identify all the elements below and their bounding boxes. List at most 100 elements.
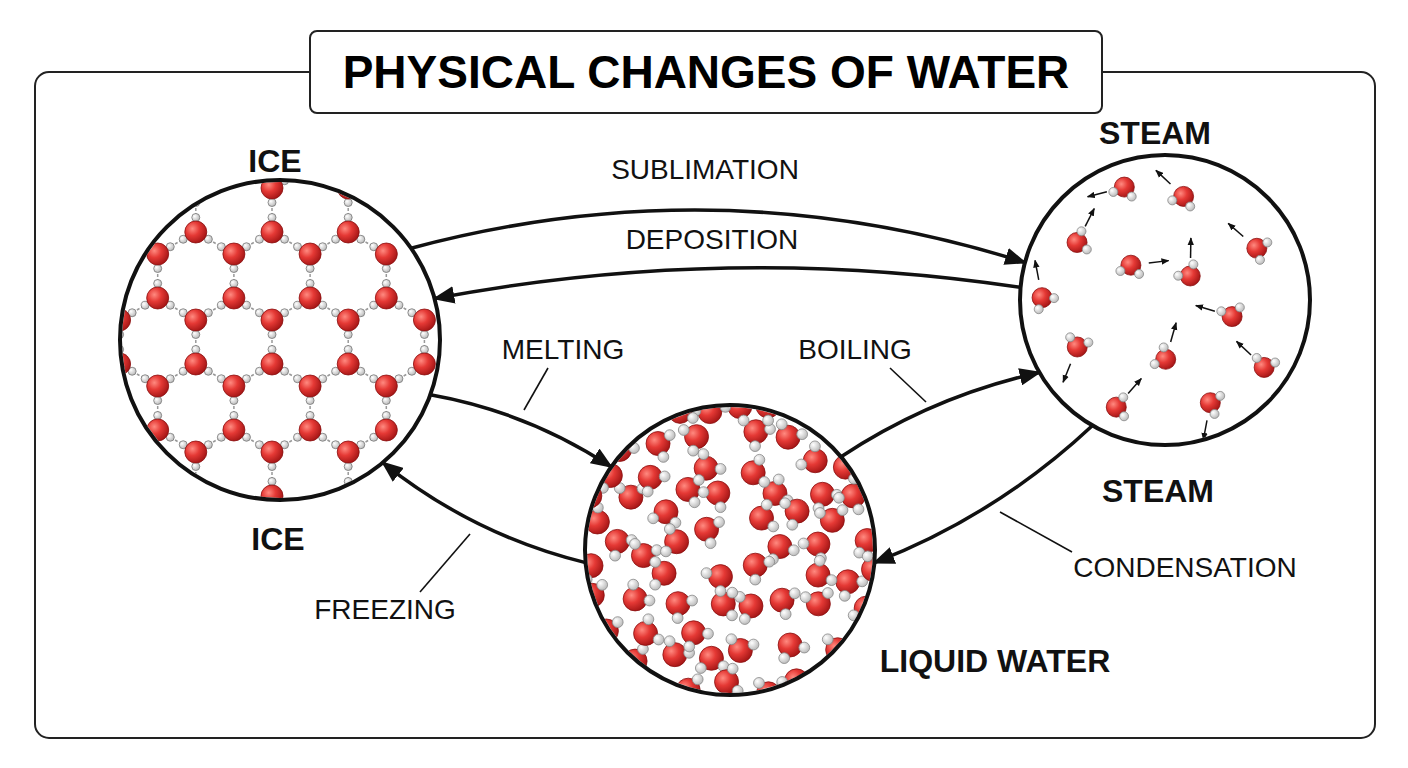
process-label: BOILING	[794, 335, 916, 366]
hydrogen-atom	[715, 586, 726, 597]
hydrogen-atom	[1109, 187, 1118, 196]
hydrogen-atom	[684, 641, 695, 652]
hydrogen-atom	[650, 579, 661, 590]
hydrogen-atom	[230, 265, 238, 273]
hydrogen-atom	[154, 279, 162, 287]
hydrogen-atom	[154, 397, 162, 405]
hydrogen-atom	[650, 557, 661, 568]
molecules	[1032, 170, 1280, 440]
hydrogen-atom	[814, 555, 825, 566]
hydrogen-atom	[715, 502, 726, 513]
hydrogen-atom	[726, 634, 737, 645]
hydrogen-atom	[664, 636, 675, 647]
hydrogen-atom	[1210, 409, 1219, 418]
hydrogen-atom	[759, 477, 770, 488]
process-label: CONDENSATION	[1069, 553, 1301, 584]
hydrogen-atom	[573, 553, 584, 564]
hydrogen-atom	[727, 587, 738, 598]
hydrogen-atom	[779, 653, 790, 664]
hydrogen-atom	[268, 477, 276, 485]
circle-outline	[120, 180, 440, 500]
hydrogen-atom	[574, 583, 585, 594]
hydrogen-atom	[648, 513, 659, 524]
hydrogen-atom	[230, 397, 238, 405]
hydrogen-atom	[588, 477, 599, 488]
hydrogen-atom	[698, 449, 709, 460]
hydrogen-atom	[610, 550, 621, 561]
oxygen-atom	[261, 441, 283, 463]
oxygen-atom	[223, 287, 245, 309]
hydrogen-atom	[754, 678, 765, 689]
hydrogen-atom	[703, 628, 714, 639]
oxygen-atom	[185, 177, 207, 199]
hydrogen-atom	[815, 508, 826, 519]
hydrogen-atom	[837, 505, 848, 516]
hydrogen-atom	[306, 397, 314, 405]
hydrogen-atom	[799, 642, 810, 653]
hydrogen-atom	[1235, 303, 1244, 312]
hydrogen-atom	[1119, 393, 1128, 402]
hydrogen-atom	[154, 411, 162, 419]
hydrogen-atom	[754, 454, 765, 465]
hydrogen-atom	[798, 538, 809, 549]
circle-outline	[1020, 155, 1310, 445]
hydrogen-atom	[1150, 360, 1159, 369]
hydrogen-atom	[748, 639, 759, 650]
hydrogen-atom	[688, 445, 699, 456]
hydrogen-atom	[154, 265, 162, 273]
phase-circle: STEAMSTEAM	[1020, 155, 1310, 445]
hydrogen-atom	[789, 588, 800, 599]
hydrogen-atom	[826, 575, 837, 586]
hydrogen-atom	[693, 475, 704, 486]
hydrogen-atom	[382, 265, 390, 273]
hydrogen-atom	[306, 265, 314, 273]
motion-arrow	[1088, 192, 1107, 197]
oxygen-atom	[261, 221, 283, 243]
hydrogen-atom	[344, 199, 352, 207]
hydrogen-atom	[643, 614, 654, 625]
leader-line	[524, 368, 548, 410]
hydrogen-atom	[595, 460, 606, 471]
hydrogen-atom	[687, 413, 698, 424]
phase-label: ICE	[251, 522, 304, 557]
oxygen-atom	[185, 353, 207, 375]
oxygen-atom	[666, 592, 690, 616]
hydrogen-atom	[764, 556, 775, 567]
hydrogen-atom	[882, 562, 893, 573]
molecule-illustration	[585, 405, 875, 695]
hydrogen-atom	[1034, 305, 1043, 314]
oxygen-atom	[638, 465, 662, 489]
hydrogen-atom	[1216, 391, 1225, 400]
oxygen-atom	[605, 529, 629, 553]
phase-circle: ICEICE	[120, 180, 440, 500]
hydrogen-atom	[834, 492, 845, 503]
hydrogen-atom	[1082, 245, 1091, 254]
oxygen-atom	[185, 221, 207, 243]
hydrogen-atom	[810, 441, 821, 452]
oxygen-atom	[413, 309, 435, 331]
hydrogen-atom	[822, 634, 833, 645]
hydrogen-atom	[630, 539, 641, 550]
motion-arrow	[1035, 260, 1039, 280]
phase-label: LIQUID WATER	[880, 644, 1111, 679]
oxygen-atom	[806, 563, 830, 587]
circle-outline	[585, 405, 875, 695]
hydrogen-atom	[344, 345, 352, 353]
hydrogen-atom	[698, 487, 709, 498]
hydrogen-atom	[796, 689, 807, 700]
hydrogen-atom	[691, 697, 702, 708]
hydrogen-atom	[727, 610, 738, 621]
hydrogen-atom	[780, 498, 791, 509]
oxygen-atom	[185, 309, 207, 331]
hydrogen-atom	[332, 177, 340, 185]
phase-circle: LIQUID WATER	[585, 405, 875, 695]
motion-arrow	[1190, 238, 1192, 258]
hydrogen-atom	[849, 451, 860, 462]
oxygen-atom	[299, 287, 321, 309]
hydrogen-atom	[1084, 338, 1093, 347]
hydrogen-atom	[1050, 294, 1059, 303]
hydrogen-atom	[658, 452, 669, 463]
hydrogen-atom	[1271, 358, 1280, 367]
hydrogen-atom	[664, 430, 675, 441]
hydrogen-atom	[787, 519, 798, 530]
